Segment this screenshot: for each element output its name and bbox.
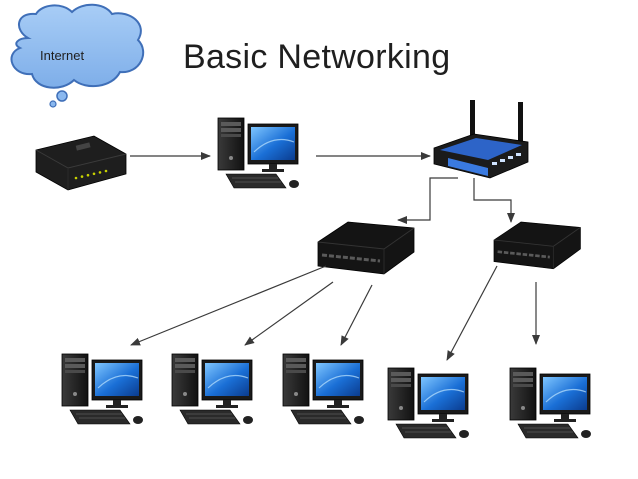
cloud-bubble-large (56, 90, 68, 102)
wireless-router-icon (433, 100, 529, 179)
modem-icon (35, 135, 127, 191)
server-computer-icon (217, 117, 300, 189)
cloud-bubble-small (49, 100, 57, 108)
network-switch-left-icon (316, 220, 416, 276)
client-computer-3-icon (282, 353, 365, 425)
network-switch-right-icon (492, 220, 582, 271)
internet-cloud (10, 3, 145, 108)
client-computer-2-icon (171, 353, 254, 425)
arrow-switch-to-client-4 (446, 265, 498, 361)
arrow-router-to-switch-left (397, 177, 458, 224)
arrow-switch-to-client-1 (130, 265, 327, 346)
client-computer-4-icon (387, 367, 470, 439)
internet-cloud-label: Internet (40, 48, 85, 63)
slide-title: Basic Networking (183, 38, 451, 76)
client-computer-1-icon (61, 353, 144, 425)
arrow-switch-to-client-3 (340, 284, 373, 346)
arrow-router-to-switch-right (473, 178, 515, 223)
client-computer-5-icon (509, 367, 592, 439)
arrow-switch-to-client-2 (244, 281, 334, 346)
